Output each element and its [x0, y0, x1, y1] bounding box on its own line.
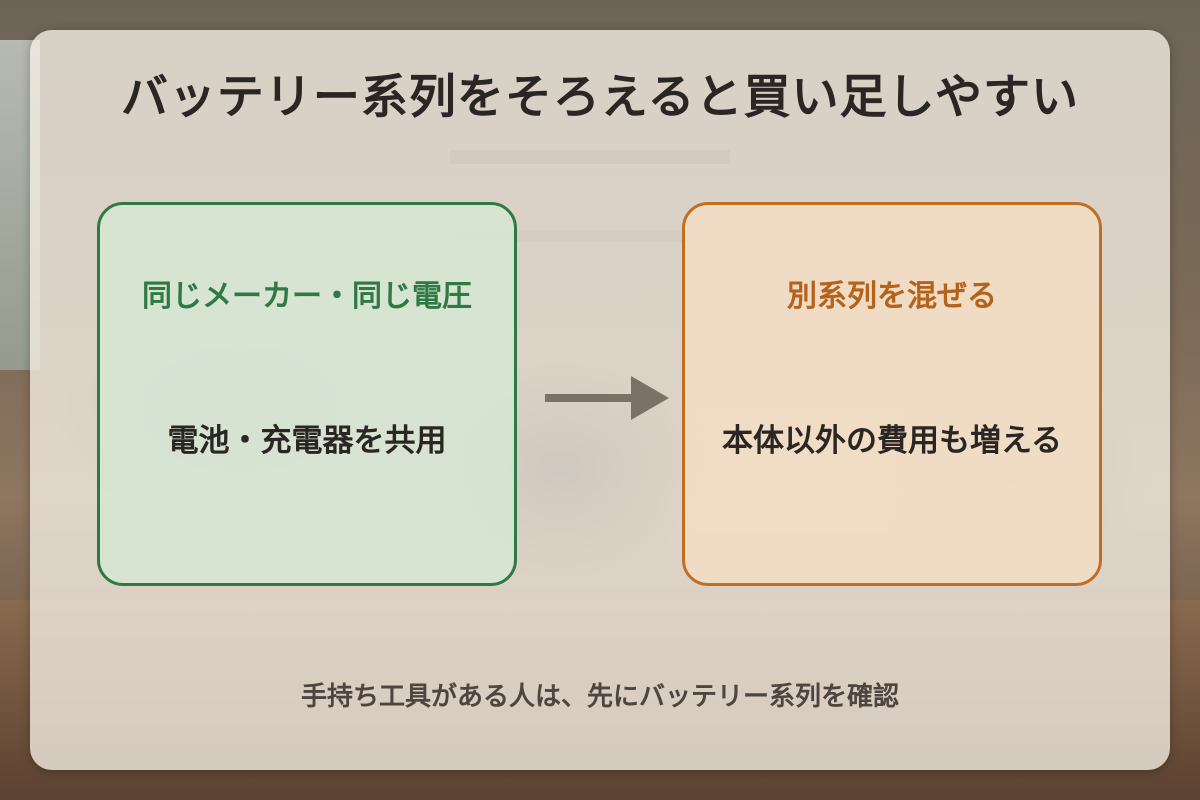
footer-note: 手持ち工具がある人は、先にバッテリー系列を確認	[300, 682, 899, 712]
same-series-body: 電池・充電器を共用	[167, 423, 447, 459]
mixed-series-heading: 別系列を混ぜる	[787, 279, 997, 314]
same-series-heading: 同じメーカー・同じ電圧	[142, 279, 472, 314]
arrow-right-icon	[545, 376, 669, 420]
same-series-card: 同じメーカー・同じ電圧 電池・充電器を共用	[97, 202, 517, 586]
mixed-series-body: 本体以外の費用も増える	[721, 423, 1063, 459]
page-title: バッテリー系列をそろえると買い足しやすい	[120, 70, 1080, 125]
mixed-series-card: 別系列を混ぜる 本体以外の費用も増える	[682, 202, 1102, 586]
